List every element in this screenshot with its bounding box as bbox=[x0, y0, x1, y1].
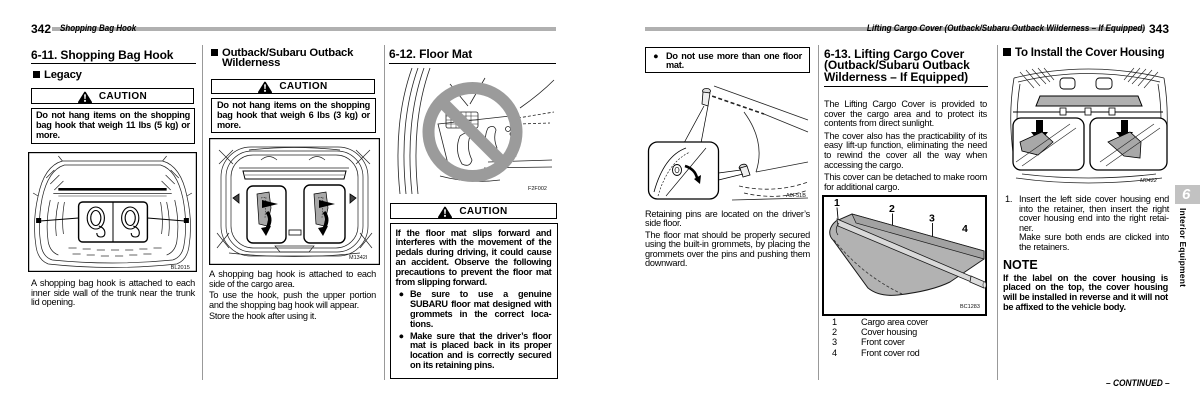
svg-text:M0422: M0422 bbox=[1140, 178, 1157, 184]
svg-text:4: 4 bbox=[962, 223, 968, 235]
svg-text:3: 3 bbox=[929, 212, 935, 224]
svg-text:BL2015: BL2015 bbox=[170, 265, 189, 271]
svg-text:M1342I: M1342I bbox=[349, 255, 368, 261]
svg-text:1: 1 bbox=[834, 197, 840, 209]
svg-text:BC1283: BC1283 bbox=[960, 304, 980, 310]
svg-text:2: 2 bbox=[889, 203, 895, 215]
svg-text:F2F002: F2F002 bbox=[528, 186, 547, 192]
svg-text:A0F51B: A0F51B bbox=[786, 193, 806, 199]
